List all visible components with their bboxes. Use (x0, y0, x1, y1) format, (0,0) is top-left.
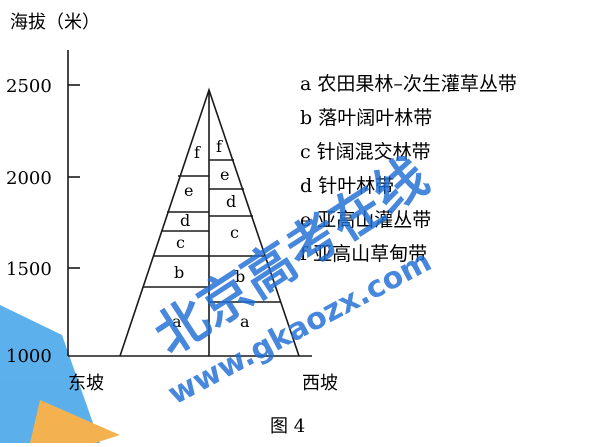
legend-item-e: e 亚高山灌丛带 (300, 209, 431, 231)
west-zone-f: f (216, 137, 223, 156)
legend-item-f: f 亚高山草甸带 (300, 243, 427, 265)
east-zone-d: d (180, 211, 190, 230)
watermark-shapes (0, 305, 120, 443)
west-slope-label: 西坡 (302, 373, 338, 394)
east-zone-c: c (176, 233, 185, 252)
legend: a 农田果林–次生灌草丛带 b 落叶阔叶林带 c 针阔混交林带 d 针叶林带 e… (300, 73, 517, 265)
tick-label-1500: 1500 (6, 259, 52, 280)
east-zone-labels: a b c d e f (172, 143, 201, 331)
west-zone-e: e (220, 165, 229, 184)
legend-item-d: d 针叶林带 (300, 175, 394, 197)
east-zone-e: e (184, 181, 193, 200)
tick-label-2500: 2500 (6, 76, 52, 97)
watermark-orange-chevron (30, 400, 120, 443)
west-zone-d: d (226, 192, 236, 211)
legend-item-c: c 针阔混交林带 (300, 141, 431, 163)
east-zone-f: f (194, 143, 201, 162)
axes (67, 50, 312, 357)
legend-item-a: a 农田果林–次生灌草丛带 (300, 73, 517, 95)
y-axis-title: 海拔（米） (10, 12, 100, 33)
east-slope-label: 东坡 (68, 373, 104, 394)
west-zone-c: c (230, 223, 239, 242)
west-zone-labels: a b c d e f (216, 137, 250, 331)
east-zone-b: b (174, 263, 184, 282)
tick-label-1000: 1000 (6, 346, 52, 367)
east-zone-a: a (172, 312, 182, 331)
west-zone-b: b (235, 267, 245, 286)
watermark-blue-chevron (0, 305, 100, 443)
legend-item-b: b 落叶阔叶林带 (300, 107, 432, 129)
mountain (119, 87, 300, 357)
tick-label-2000: 2000 (6, 168, 52, 189)
west-zone-a: a (240, 312, 250, 331)
figure-caption: 图 4 (270, 416, 305, 437)
